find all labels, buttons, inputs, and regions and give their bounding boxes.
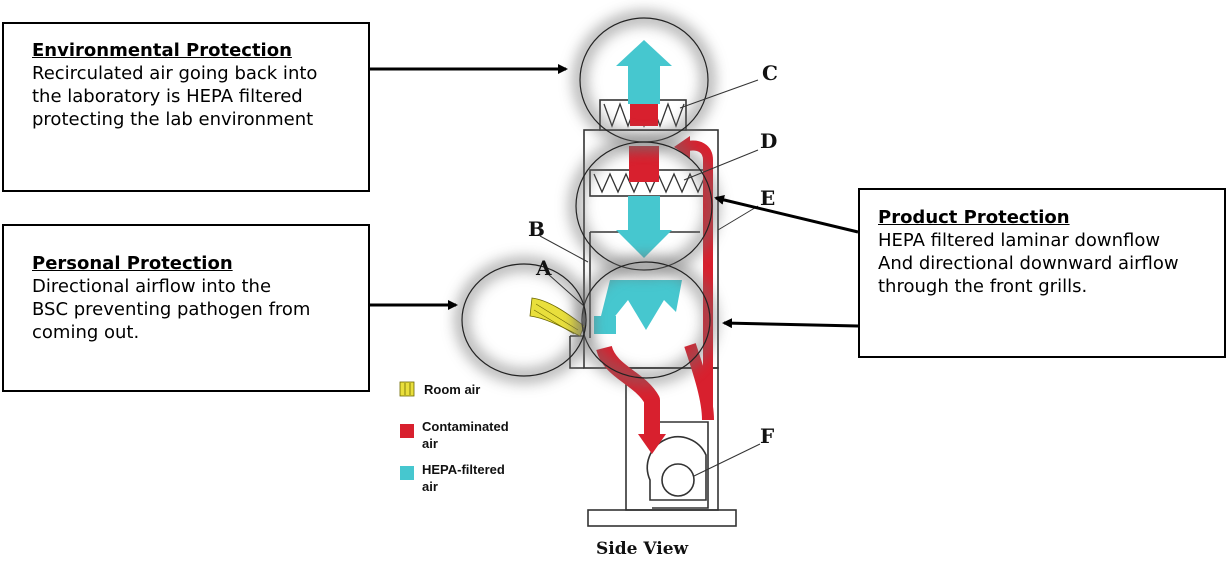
product-protection-callout: Product Protection HEPA filtered laminar… (858, 188, 1226, 358)
personal-protection-line-2: BSC preventing pathogen from (32, 299, 311, 320)
highlight-rings (455, 11, 719, 385)
personal-protection-callout: Personal Protection Directional airflow … (2, 224, 370, 392)
personal-protection-line-3: coming out. (32, 322, 140, 343)
component-labels (539, 79, 761, 477)
legend-hepa-label-2: air (422, 479, 438, 494)
hepa-filtered-air-flow (594, 40, 682, 334)
environmental-protection-line-1: Recirculated air going back into (32, 63, 318, 84)
diagram-caption: Side View (596, 539, 689, 559)
environmental-protection-title: Environmental Protection (32, 40, 292, 61)
label-a: A (535, 256, 552, 280)
personal-protection-title: Personal Protection (32, 253, 233, 274)
environmental-protection-line-2: the laboratory is HEPA filtered (32, 86, 303, 107)
environmental-protection-callout: Environmental Protection Recirculated ai… (2, 22, 370, 192)
environmental-protection-line-3: protecting the lab environment (32, 109, 314, 130)
legend-hepa-air: HEPA-filtered air (400, 462, 505, 494)
label-b: B (528, 217, 545, 241)
highlight-ring-supply (569, 135, 719, 277)
legend-hepa-label-1: HEPA-filtered (422, 462, 505, 477)
label-f: F (760, 424, 774, 448)
label-e: E (760, 186, 775, 210)
arrow-product-lower (722, 318, 859, 329)
legend-contaminated-label-2: air (422, 436, 438, 451)
personal-protection-line-1: Directional airflow into the (32, 276, 272, 297)
product-protection-title: Product Protection (878, 207, 1070, 228)
blower-fan (646, 436, 707, 501)
highlight-ring-front-opening (455, 257, 593, 383)
arrow-product-upper (714, 195, 859, 234)
legend-contaminated-label-1: Contaminated (422, 419, 509, 434)
legend-room-air-label: Room air (424, 382, 480, 397)
label-c: C (762, 61, 778, 85)
label-d: D (760, 129, 777, 153)
callout-arrows (370, 64, 859, 329)
legend-room-air: Room air (399, 381, 480, 397)
product-protection-line-1: HEPA filtered laminar downflow (878, 230, 1161, 251)
legend-contaminated-air: Contaminated air (400, 419, 509, 451)
product-protection-line-2: And directional downward airflow (878, 253, 1179, 274)
product-protection-line-3: through the front grills. (878, 276, 1088, 297)
legend: Room air Contaminated air HEPA-filtered … (399, 381, 509, 494)
